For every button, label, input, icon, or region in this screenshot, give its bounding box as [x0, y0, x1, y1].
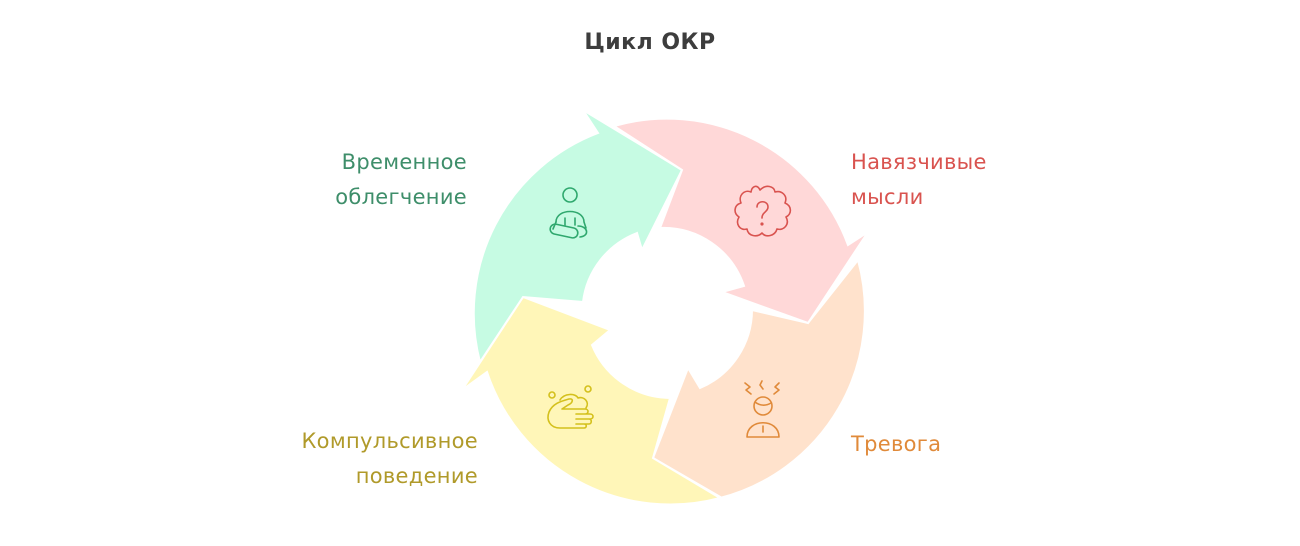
arrow-anxiety	[651, 257, 866, 514]
arrow-thoughts	[611, 117, 869, 325]
diagram-title: Цикл ОКР	[584, 30, 716, 55]
label-line: Компульсивное	[301, 429, 478, 453]
label-line: Временное	[341, 150, 467, 174]
arrow-compulsive	[461, 295, 723, 506]
label-line: Навязчивые	[851, 150, 987, 174]
question-cloud-icon	[734, 185, 792, 237]
label-line: Тревога	[851, 432, 942, 456]
label-line: поведение	[355, 464, 478, 488]
stressed-person-icon	[744, 380, 780, 438]
arrow-relief	[472, 109, 684, 365]
label-line: мысли	[851, 185, 924, 209]
label-temporary-relief: Временное облегчение	[300, 145, 467, 215]
label-line: облегчение	[335, 185, 467, 209]
meditation-icon	[549, 187, 588, 239]
label-compulsive-behavior: Компульсивное поведение	[240, 424, 478, 494]
label-intrusive-thoughts: Навязчивые мысли	[851, 145, 987, 215]
hand-washing-icon	[547, 385, 594, 429]
label-anxiety: Тревога	[851, 427, 941, 462]
